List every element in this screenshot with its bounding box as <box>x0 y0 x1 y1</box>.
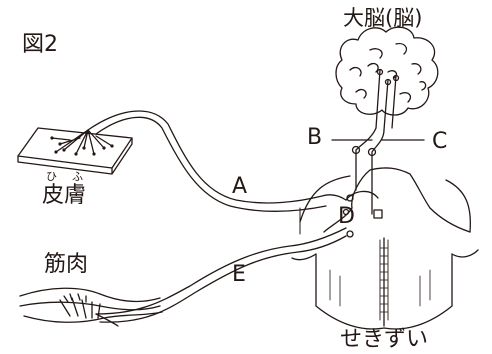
muscle-drawing <box>19 287 163 327</box>
label-b: B <box>307 125 323 150</box>
nerve-paths <box>87 110 379 323</box>
label-e: E <box>232 262 246 287</box>
brain-label: 大脳(脳) <box>343 6 423 30</box>
tracts-b-c <box>331 127 425 219</box>
label-a: A <box>232 174 248 199</box>
muscle-label: 筋肉 <box>44 252 89 277</box>
label-c: C <box>432 129 448 154</box>
figure-title: 図2 <box>22 32 58 57</box>
skin-label: 皮膚 <box>42 183 87 208</box>
spinal-cord-drawing <box>291 167 479 330</box>
skin-ruby-hi: ひ <box>46 170 57 183</box>
label-d: D <box>338 204 355 229</box>
brain-drawing <box>335 26 439 131</box>
skin-drawing <box>17 127 133 175</box>
skin-ruby-fu: ふ <box>72 170 83 183</box>
spinal-cord-label: せきずい <box>340 327 429 352</box>
